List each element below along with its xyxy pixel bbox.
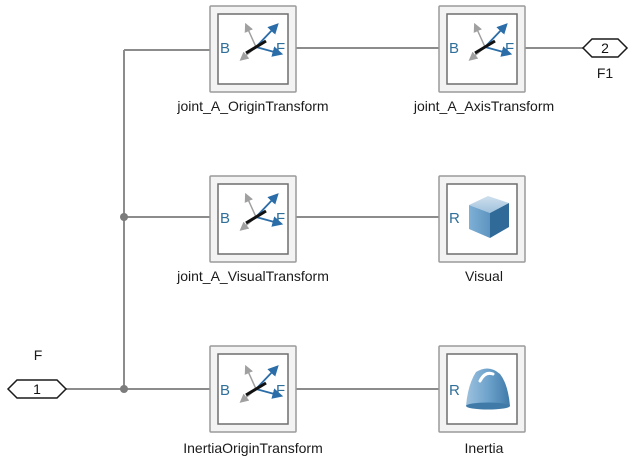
output-port-label: F1	[597, 65, 614, 81]
port-r-label: R	[449, 210, 460, 227]
inertia-weight-icon	[466, 368, 510, 410]
port-b-label: B	[449, 40, 459, 57]
origin-transform-block[interactable]: B F	[209, 5, 297, 93]
output-port-f1[interactable]: 2	[581, 38, 629, 58]
input-port-f[interactable]: 1	[6, 379, 68, 399]
port-r-label: R	[449, 382, 460, 399]
solid-cube-icon	[469, 196, 509, 238]
port-f-label: F	[276, 382, 285, 399]
origin-transform-label: joint_A_OriginTransform	[176, 98, 328, 114]
junction-dot	[120, 213, 128, 221]
inertia-transform-block[interactable]: B F	[209, 345, 297, 433]
axis-transform-block[interactable]: B F	[438, 5, 526, 93]
inertia-label: Inertia	[465, 440, 504, 456]
port-f-label: F	[505, 40, 514, 57]
junction-dot	[120, 385, 128, 393]
visual-transform-label: joint_A_VisualTransform	[176, 268, 329, 284]
connections	[66, 47, 583, 393]
input-port-number: 1	[33, 381, 41, 397]
inertia-block[interactable]: R	[438, 345, 526, 433]
axis-transform-label: joint_A_AxisTransform	[413, 98, 554, 114]
port-f-label: F	[276, 210, 285, 227]
visual-label: Visual	[465, 268, 503, 284]
visual-block[interactable]: R	[438, 175, 526, 263]
port-b-label: B	[220, 382, 230, 399]
port-b-label: B	[220, 40, 230, 57]
output-port-number: 2	[601, 40, 609, 56]
port-f-label: F	[276, 40, 285, 57]
input-port-label: F	[34, 347, 43, 363]
inertia-transform-label: InertiaOriginTransform	[183, 440, 323, 456]
port-b-label: B	[220, 210, 230, 227]
visual-transform-block[interactable]: B F	[209, 175, 297, 263]
